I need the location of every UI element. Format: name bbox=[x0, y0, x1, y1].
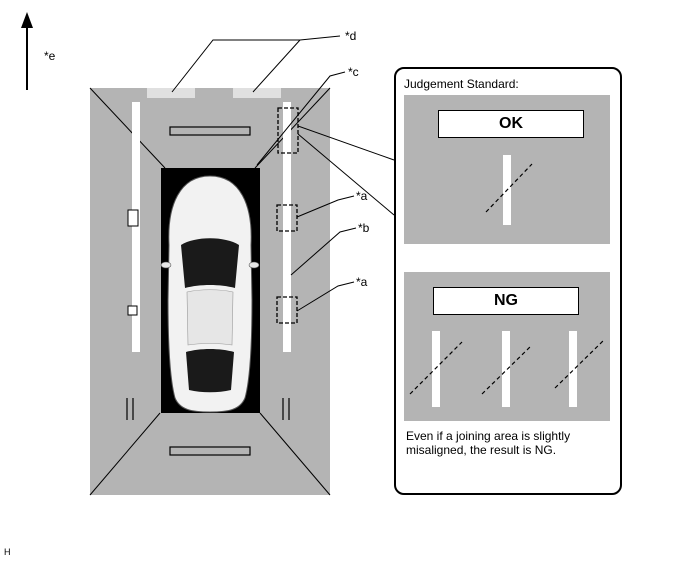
joint-markers bbox=[276, 107, 299, 324]
ng-label: NG bbox=[433, 287, 579, 315]
figure-code: H bbox=[4, 547, 11, 557]
left-marker-upper bbox=[127, 209, 139, 227]
joint-marker-c bbox=[277, 107, 299, 154]
ng-line-1 bbox=[432, 331, 440, 407]
ok-label: OK bbox=[438, 110, 584, 138]
left-marker-lower bbox=[127, 305, 138, 316]
ng-line-3 bbox=[569, 331, 577, 407]
judgement-panel: Judgement Standard: OK NG Even if a join… bbox=[394, 67, 622, 495]
leader-lines bbox=[171, 35, 395, 312]
callout-a-upper: *a bbox=[356, 189, 368, 203]
callout-e: *e bbox=[44, 49, 56, 63]
top-tab-left bbox=[147, 88, 195, 98]
joint-marker-a2 bbox=[276, 296, 298, 324]
callout-d: *d bbox=[345, 29, 357, 43]
forward-arrow-icon bbox=[21, 12, 33, 90]
judgement-note: Even if a joining area is slightly misal… bbox=[406, 429, 571, 457]
top-tab-right bbox=[233, 88, 281, 98]
callout-c: *c bbox=[348, 65, 359, 79]
right-white-line bbox=[283, 102, 291, 352]
vehicle-icon bbox=[160, 168, 260, 413]
top-bar bbox=[169, 126, 251, 136]
panel-title: Judgement Standard: bbox=[404, 77, 519, 91]
callout-b: *b bbox=[358, 221, 370, 235]
joint-marker-a1 bbox=[276, 204, 298, 232]
left-white-line bbox=[132, 102, 140, 352]
bottom-bar bbox=[169, 446, 251, 456]
callout-a-lower: *a bbox=[356, 275, 368, 289]
ng-line-2 bbox=[502, 331, 510, 407]
